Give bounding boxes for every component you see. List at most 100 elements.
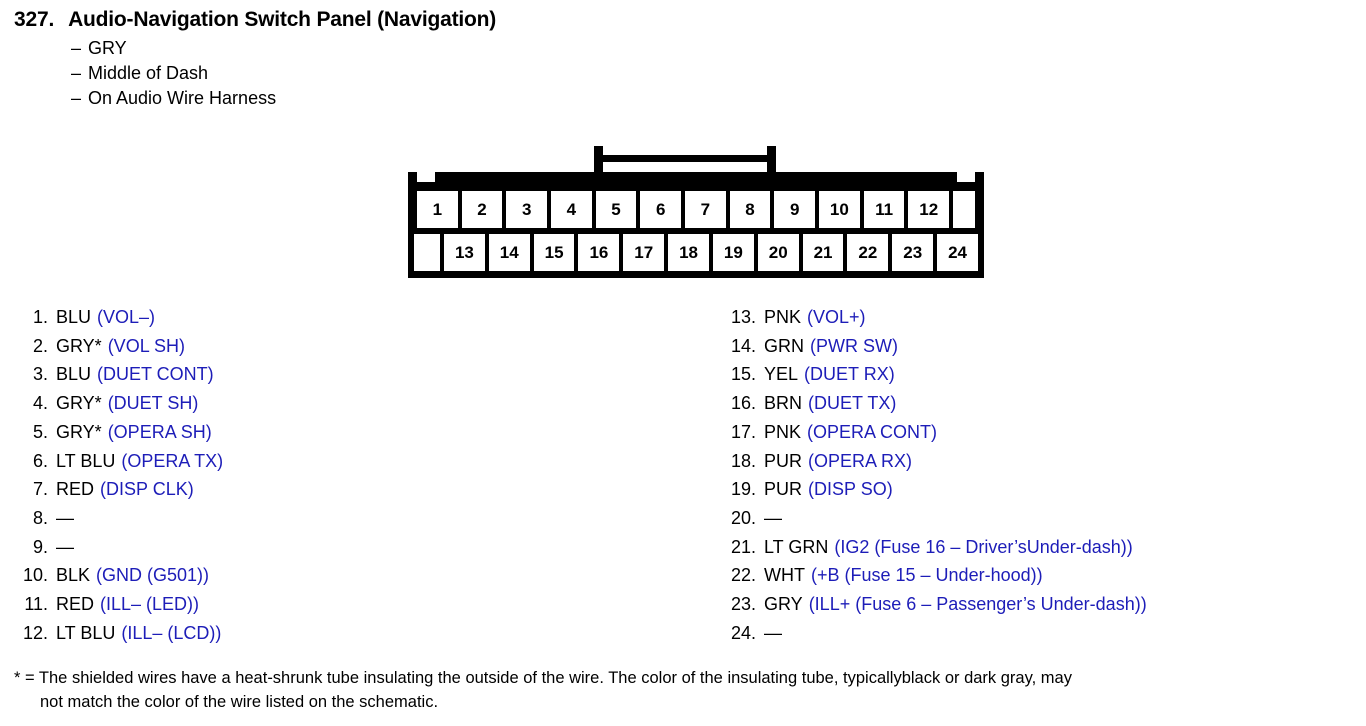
pin-cell: 11 (863, 191, 905, 228)
pin-number: 1. (32, 307, 48, 327)
pin-wire-color: — (56, 536, 74, 557)
bullet-dash: – (71, 63, 82, 83)
pin-cell: 15 (533, 234, 575, 271)
pin-number: 7. (32, 479, 48, 500)
pin-signal: (IG2 (Fuse 16 – Driver’sUnder-dash)) (834, 536, 1133, 557)
pin-number: 4. (32, 393, 48, 414)
pin-wire-color: BLU (56, 364, 92, 385)
connector-body: 1 2 3 4 5 6 7 8 9 10 11 12 13 14 15 1 (408, 172, 984, 278)
pin-cell: 8 (729, 191, 771, 228)
pin-wire-color: LT BLU (56, 450, 116, 471)
pin-wire-color: WHT (764, 565, 805, 586)
pin-row: 21.LT GRN(IG2 (Fuse 16 – Driver’sUnder-d… (722, 533, 1362, 562)
pin-signal: (+B (Fuse 15 – Under-hood)) (810, 565, 1043, 586)
pin-signal: (OPERA CONT) (807, 421, 938, 442)
pin-signal: (ILL– (LCD)) (121, 622, 222, 643)
pin-cell: 16 (578, 234, 620, 271)
pin-row: 17.PNK(OPERA CONT) (722, 418, 1362, 447)
latch-bar (603, 155, 767, 162)
footnote: * = The shielded wires have a heat-shrun… (14, 666, 1359, 714)
pin-cell: 12 (908, 191, 950, 228)
pin-wire-color: GRY* (56, 421, 102, 442)
pin-number: 24. (730, 622, 756, 643)
pin-number: 15. (730, 364, 756, 385)
pin-number: 5. (32, 421, 48, 442)
bullet-dash: – (71, 88, 82, 108)
pin-signal: (DUET TX) (808, 393, 897, 414)
pin-cell: 10 (819, 191, 860, 228)
pin-wire-color: GRY* (56, 393, 102, 414)
pin-row: 14.GRN(PWR SW) (722, 332, 1362, 361)
pin-signal: (GND (G501)) (96, 565, 210, 586)
top-pin-cells: 1 2 3 4 5 6 7 8 9 10 11 12 (417, 191, 976, 228)
pin-wire-color: BLK (56, 565, 91, 586)
pin-cell: 3 (506, 191, 548, 228)
pin-cell: 2 (461, 191, 503, 228)
header-bullet-item: –On Audio Wire Harness (71, 86, 1354, 111)
corner-notch-right (957, 172, 975, 182)
pin-list-left: 1.BLU(VOL–) 2.GRY*(VOL SH) 3.BLU(DUET CO… (14, 303, 704, 647)
pin-cell: 14 (488, 234, 530, 271)
pin-cell: 5 (595, 191, 637, 228)
bullet-dash: – (71, 38, 82, 58)
pin-wire-color: BLU (56, 307, 92, 327)
pin-row: 24.— (722, 619, 1362, 648)
pin-number: 10. (22, 565, 48, 586)
pin-cell-blank (953, 191, 976, 228)
pin-wire-color: YEL (764, 364, 799, 385)
pin-number: 18. (730, 450, 756, 471)
pin-row: 11.RED(ILL– (LED)) (14, 590, 704, 619)
pin-signal: (ILL+ (Fuse 6 – Passenger’s Under-dash)) (808, 594, 1147, 615)
pin-signal: (DUET RX) (804, 364, 895, 385)
pin-cell: 22 (847, 234, 889, 271)
pin-number: 2. (32, 335, 48, 356)
pin-row: 2. GRY*(VOL SH) (14, 332, 704, 361)
connector-top-row: 1 2 3 4 5 6 7 8 9 10 11 12 (408, 172, 984, 228)
pin-cell: 6 (640, 191, 682, 228)
pin-cell-blank (414, 234, 440, 271)
pin-row: 15. YEL(DUET RX) (722, 360, 1362, 389)
title-row: 327. Audio-Navigation Switch Panel (Navi… (14, 8, 1354, 32)
pin-signal: (DISP SO) (808, 479, 893, 500)
pin-row: 20.— (722, 504, 1362, 533)
pin-cell: 19 (712, 234, 754, 271)
pin-row: 7.RED(DISP CLK) (14, 475, 704, 504)
pin-row: 9.— (14, 533, 704, 562)
pin-wire-color: GRY* (56, 335, 102, 356)
pin-row: 12.LT BLU(ILL– (LCD)) (14, 619, 704, 648)
pin-cell: 21 (802, 234, 844, 271)
pin-row: 23.GRY(ILL+ (Fuse 6 – Passenger’s Under-… (722, 590, 1362, 619)
pin-cell: 7 (685, 191, 726, 228)
pin-cell: 4 (551, 191, 592, 228)
header-bullet-item: –GRY (71, 36, 1354, 61)
pin-wire-color: PUR (764, 479, 803, 500)
pin-row: 4.GRY*(DUET SH) (14, 389, 704, 418)
corner-notch-left (417, 172, 435, 182)
pin-row: 10. BLK(GND (G501)) (14, 561, 704, 590)
pin-wire-color: PNK (764, 307, 802, 327)
footnote-line-1: * = The shielded wires have a heat-shrun… (14, 669, 1072, 687)
section-number: 327. (14, 8, 55, 31)
pin-number: 19. (730, 479, 756, 500)
pin-number: 6. (32, 450, 48, 471)
page-title: Audio-Navigation Switch Panel (Navigatio… (68, 8, 497, 31)
latch-post-left (594, 146, 603, 174)
pin-cell: 13 (444, 234, 485, 271)
pin-signal: (VOL SH) (107, 335, 186, 356)
pin-number: 17. (730, 421, 756, 442)
header-bullet-label: On Audio Wire Harness (88, 88, 277, 108)
pin-cell: 23 (892, 234, 934, 271)
connector-bottom-row: 13 14 15 16 17 18 19 20 21 22 23 24 (408, 228, 984, 278)
pin-wire-color: LT GRN (764, 536, 829, 557)
pin-signal: (OPERA RX) (808, 450, 913, 471)
pin-cell: 18 (668, 234, 709, 271)
connector-latch (594, 146, 776, 174)
pin-number: 8. (32, 507, 48, 528)
header-bullet-label: Middle of Dash (88, 63, 209, 83)
pin-row: 6.LT BLU(OPERA TX) (14, 447, 704, 476)
pin-signal: (OPERA SH) (107, 421, 212, 442)
footnote-line-2: not match the color of the wire listed o… (40, 693, 439, 711)
pin-row: 5. GRY*(OPERA SH) (14, 418, 704, 447)
pin-signal: (PWR SW) (810, 335, 898, 356)
pin-wire-color: GRN (764, 335, 804, 356)
